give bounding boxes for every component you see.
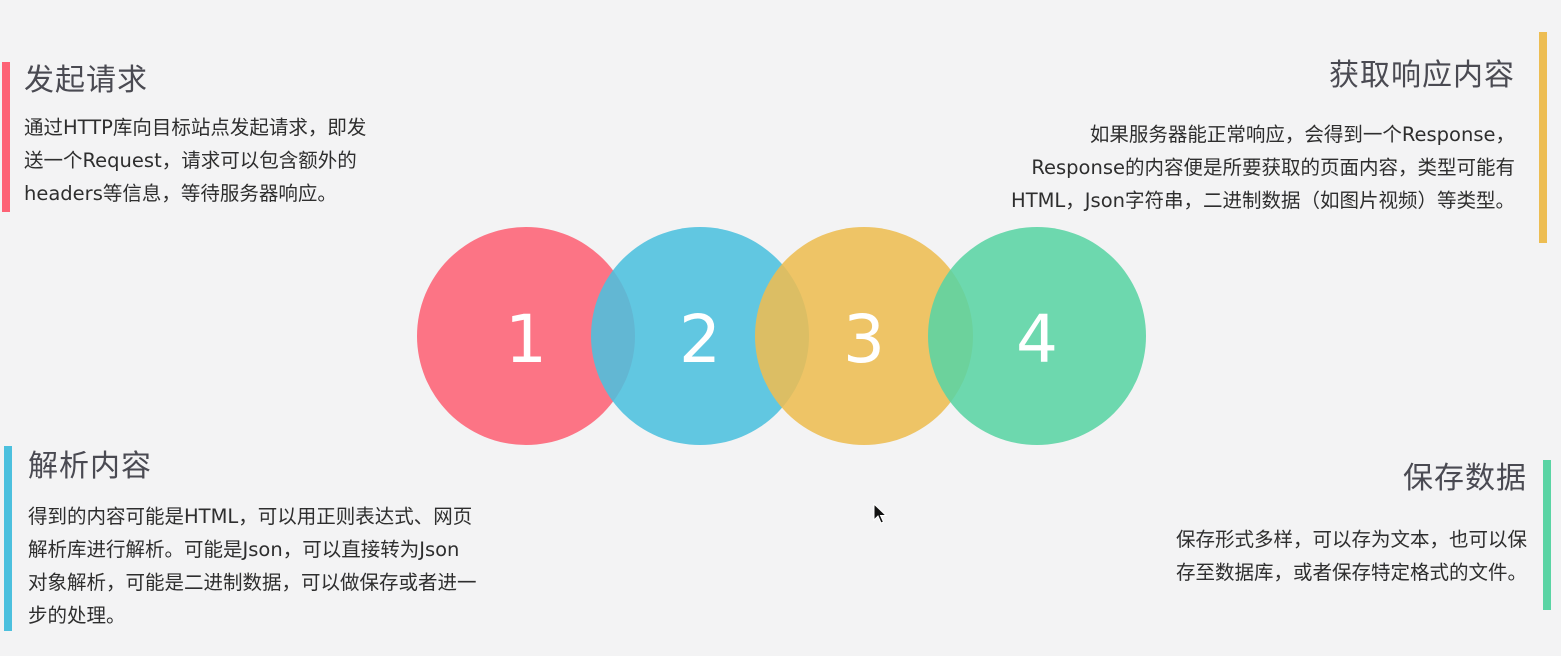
step-4-description: 保存形式多样，可以存为文本，也可以保 存至数据库，或者保存特定格式的文件。: [1107, 523, 1527, 589]
step-4-line: 保存形式多样，可以存为文本，也可以保: [1175, 528, 1527, 551]
step-3-number: 3: [843, 301, 885, 378]
step-3-accent-bar: [4, 446, 12, 631]
step-1-accent-bar: [2, 62, 10, 212]
step-2-description: 如果服务器能正常响应，会得到一个Response， Response的内容便是所…: [915, 118, 1515, 217]
step-3-line: 步的处理。: [28, 604, 126, 627]
step-2-line: Response的内容便是所要获取的页面内容，类型可能有: [1031, 156, 1515, 179]
step-2-accent-bar: [1539, 32, 1547, 243]
step-3-line: 解析库进行解析。可能是Json，可以直接转为Json: [28, 538, 460, 561]
step-1-line: 送一个Request，请求可以包含额外的: [24, 149, 357, 172]
step-4-circle-group: 4: [928, 227, 1146, 445]
step-1-line: 通过HTTP库向目标站点发起请求，即发: [24, 116, 367, 139]
step-4-number: 4: [1016, 301, 1058, 378]
step-2-line: HTML，Json字符串，二进制数据（如图片视频）等类型。: [1011, 189, 1515, 212]
step-3-circle: [755, 227, 973, 445]
step-2-title: 获取响应内容: [1329, 58, 1515, 93]
step-3-line: 对象解析，可能是二进制数据，可以做保存或者进一: [28, 571, 477, 594]
step-4-line: 存至数据库，或者保存特定格式的文件。: [1175, 561, 1527, 584]
step-3-line: 得到的内容可能是HTML，可以用正则表达式、网页: [28, 505, 473, 528]
step-4-title: 保存数据: [1403, 461, 1527, 496]
step-1-panel: 发起请求 通过HTTP库向目标站点发起请求，即发 送一个Request，请求可以…: [0, 50, 450, 220]
step-2-panel: 获取响应内容 如果服务器能正常响应，会得到一个Response， Respons…: [921, 30, 1561, 245]
step-4-accent-bar: [1543, 460, 1551, 610]
mouse-cursor-icon: [873, 503, 888, 524]
step-2-circle: [591, 227, 809, 445]
step-1-title: 发起请求: [24, 63, 148, 98]
step-4-circle: [928, 227, 1146, 445]
step-3-circle-group: 3: [755, 227, 973, 445]
step-1-description: 通过HTTP库向目标站点发起请求，即发 送一个Request，请求可以包含额外的…: [24, 111, 434, 210]
step-1-circle: [417, 227, 635, 445]
step-1-line: headers等信息，等待服务器响应。: [24, 182, 337, 205]
step-3-description: 得到的内容可能是HTML，可以用正则表达式、网页 解析库进行解析。可能是Json…: [28, 500, 553, 632]
step-2-number: 2: [679, 301, 721, 378]
step-4-panel: 保存数据 保存形式多样，可以存为文本，也可以保 存至数据库，或者保存特定格式的文…: [1101, 445, 1561, 615]
step-1-number: 1: [505, 301, 547, 378]
step-1-circle-group: 1: [417, 227, 635, 445]
step-3-title: 解析内容: [28, 449, 152, 484]
step-2-circle-group: 2: [591, 227, 809, 445]
step-3-panel: 解析内容 得到的内容可能是HTML，可以用正则表达式、网页 解析库进行解析。可能…: [0, 438, 570, 633]
step-2-line: 如果服务器能正常响应，会得到一个Response，: [1089, 123, 1515, 146]
